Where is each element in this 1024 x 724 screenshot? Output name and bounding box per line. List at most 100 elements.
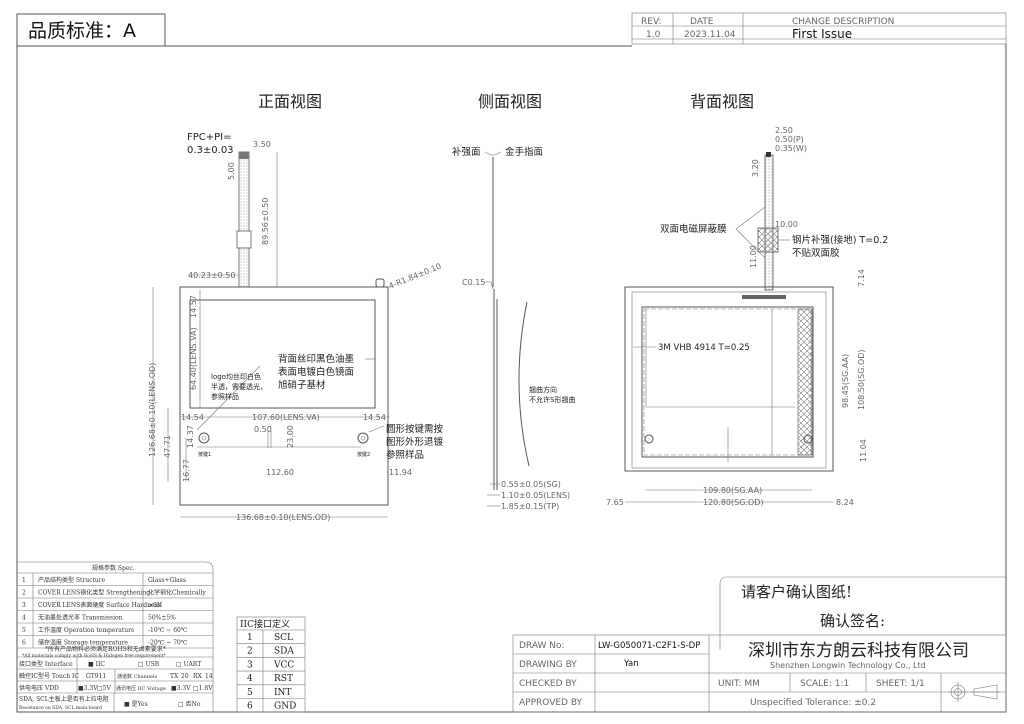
dim-corner-radius: 4-R1.84±0.10 [387,262,442,291]
logo-note-3: 参照样品 [211,392,239,401]
checked-by-label: CHECKED BY [519,679,577,689]
dim-key-right: 11.94 [389,468,412,477]
rev-header: REV: [641,17,661,27]
dim-fpc-length: 89.56±0.50 [261,198,270,245]
iic-voltage-label: 通讯电压 IIC Voltage [116,685,166,692]
side-view: 补强面 金手指面 C0.15 翘曲方向 不允许S形翘曲 0.55±0.05(SG… [452,146,575,511]
interface-usb: □ USB [138,661,160,668]
spec-cell: 4 [22,615,26,622]
spec-cell: 无油墨处透光率 Transmission [38,614,123,622]
projection-symbol-icon [948,682,1000,702]
spec-cell: 产品结构类型 Structure [38,576,106,584]
dim-back-bottom: 11.04 [859,439,868,462]
dim-chamfer: C0.15 [462,278,485,287]
iic-pin-name: SDA [274,647,294,657]
iic-pin-name: GND [274,702,296,712]
spec-cell: -10℃ ~ 60℃ [148,627,188,634]
warp-note-1: 翘曲方向 [529,385,557,394]
steel-note-2: 不贴双面胶 [792,247,840,259]
ink-note-2: 表面电镀白色镜面 [278,366,354,378]
channels-label: 通道数 Channels [117,673,158,680]
touch-ic-label: 触控IC型号 Touch IC [19,672,79,680]
key-note-2: 图形外形退镀 [386,436,444,448]
dim-va-width: 107.60(LENS.VA) [252,413,320,422]
rohs-note-en: *All materials comply with RoHS & Haloge… [22,653,167,659]
dim-fpc-tip: 5.00 [227,162,236,180]
sheet-label: SHEET: 1/1 [876,679,925,689]
iic-pin-number: 3 [247,660,253,670]
dim-back-pitch: 0.50(P) [775,135,804,144]
dim-back-w1: 2.50 [775,126,793,135]
iic-pin-name: VCC [273,660,294,670]
key-note-1: 圆形按键需按 [386,423,444,435]
spec-cell: 50%±5% [148,615,176,622]
spec-cell: -20℃ ~ 70℃ [148,640,188,647]
tolerance-label: Unspecified Tolerance: ±0.2 [750,698,876,708]
dim-stiff-width: 10.00 [775,220,798,229]
iic-voltage-3v3: ■3.3V [171,685,191,692]
quality-standard-box: 品质标准：A [16,13,166,47]
rohs-note: *所有产品物料必须满足ROHS和无卤素要求* [45,645,166,653]
spec-cell: COVER LENS钢化类型 Strengthening [38,589,150,597]
drawing-by-value: Yan [623,659,639,669]
dim-left-margin: 14.54 [181,413,204,422]
front-view-title: 正面视图 [258,92,322,111]
spec-cell: >6H [148,602,162,609]
shield-note: 双面电磁屏蔽膜 [660,223,727,235]
spec-cell: COVER LENS表面硬度 Surface Hardness [38,601,161,609]
vdd-label: 供电电压 VDD [19,684,59,692]
iic-voltage-1v8: □1.8V [193,685,213,692]
dim-key-bottom: 16.77 [182,459,191,482]
spec-cell: 6 [22,640,26,647]
interface-uart: □ UART [176,661,201,668]
dim-stiff-height: 11.00 [749,245,758,268]
steel-note-1: 钢片补强(接地) T=0.2 [792,234,888,246]
dim-key-spacing: 112.60 [266,468,294,477]
confirm-note: 请客户确认图纸! [741,583,852,601]
dim-bottom-area: 47.71 [163,435,172,458]
spec-cell: Glass+Glass [148,577,186,584]
draw-no-value: LW-G050071-C2F1-S-DP [598,641,700,651]
dim-back-top: 7.14 [857,269,866,287]
title-block: 请客户确认图纸! 确认签名: DRAW No: LW-G050071-C2F1-… [512,576,1007,713]
iic-pin-name: RST [274,674,293,684]
tx-label: TX [170,673,179,680]
fpc-pi-value: 0.3±0.03 [187,145,234,156]
iic-table-title: IIC接口定义 [240,618,290,630]
iic-pin-name: SCL [274,633,293,643]
dim-right-margin: 14.54 [363,413,386,422]
spec-cell: 1 [22,577,26,584]
iic-pin-number: 5 [247,688,253,698]
revision-table: REV: DATE CHANGE DESCRIPTION 1.0 2023.11… [631,12,1007,45]
drawing-by-label: DRAWING BY [519,660,577,670]
dim-lens-thickness: 1.10±0.05(LENS) [501,491,570,500]
dim-fpc-width: 3.50 [253,140,271,149]
dim-od-height-back: 108.50(SG.OD) [857,349,866,410]
interface-iic: ■ IIC [88,661,105,668]
dim-slot-width: 0.50 [254,425,272,434]
quality-standard: 品质标准：A [28,20,136,42]
iic-pin-number: 6 [247,702,253,712]
warp-note-2: 不允许S形翘曲 [529,395,575,404]
spec-cell: 5 [22,627,26,634]
dim-slot-length: 23.00 [286,425,295,448]
tx-value: 20 [181,673,189,680]
rx-value: 14 [205,673,213,680]
spec-cell: 化学钢化Chemically [148,589,206,597]
spec-cell: 2 [22,590,26,597]
dim-od-height: 126.68±0.10(LENS.OD) [148,363,157,457]
scale-label: SCALE: 1:1 [800,679,849,689]
interface-label: 接口类型 Interface [19,660,73,668]
date-header: DATE [690,17,714,27]
dim-sg-thickness: 0.55±0.05(SG) [501,480,561,489]
signature-label: 确认签名: [820,612,885,630]
iic-pin-number: 4 [247,674,253,684]
dim-aa-width: 109.80(SG.AA) [703,486,762,495]
key-note-3: 参照样品 [386,449,424,461]
front-view: FPC+PI= 0.3±0.03 3.50 5.00 89.56±0.50 40… [148,132,444,522]
vdd-5v: □5V [97,685,111,692]
rx-label: RX [193,673,203,680]
